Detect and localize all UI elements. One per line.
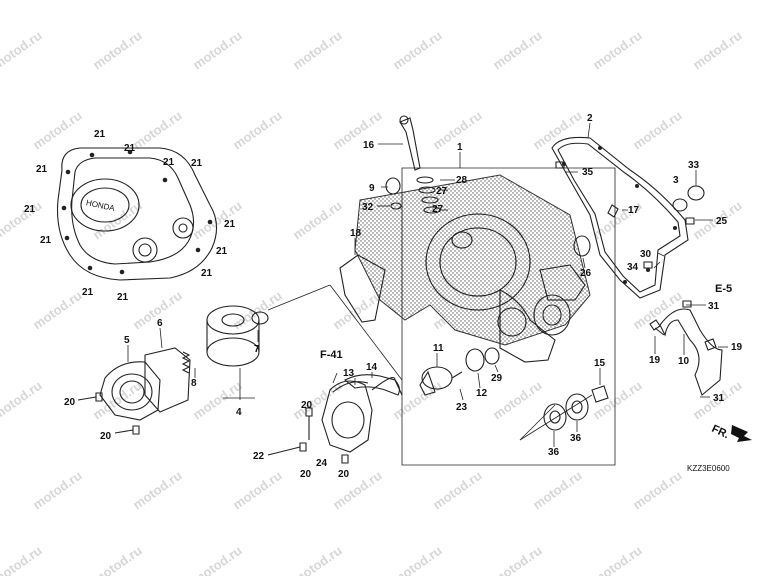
oil-pipe-part bbox=[659, 308, 723, 396]
callout-7: 7 bbox=[254, 344, 260, 355]
honda-mark: HONDA bbox=[85, 198, 116, 213]
callout-4: 4 bbox=[236, 407, 242, 418]
callout-10: 10 bbox=[678, 356, 690, 367]
filter-cover-part bbox=[99, 347, 191, 421]
callout-2: 2 bbox=[587, 113, 593, 124]
callout-20: 20 bbox=[338, 469, 350, 480]
callout-11: 11 bbox=[433, 343, 444, 354]
front-direction-arrow bbox=[731, 425, 752, 442]
washer-33-part bbox=[687, 185, 705, 201]
ref-f41: F-41 bbox=[320, 349, 343, 361]
callout-31: 31 bbox=[713, 393, 725, 404]
filter-seal-part bbox=[251, 311, 269, 325]
callout-21: 21 bbox=[224, 219, 236, 230]
callout-21: 21 bbox=[94, 129, 106, 140]
cap-part bbox=[385, 177, 401, 195]
ref-e5: E-5 bbox=[715, 283, 732, 295]
callout-21: 21 bbox=[201, 268, 213, 279]
callout-9: 9 bbox=[369, 183, 375, 194]
callout-16: 16 bbox=[363, 140, 375, 151]
callout-12: 12 bbox=[476, 388, 488, 399]
callout-20: 20 bbox=[64, 397, 76, 408]
callout-5: 5 bbox=[124, 335, 130, 346]
seal-part-2 bbox=[484, 347, 500, 365]
callout-15: 15 bbox=[594, 358, 606, 369]
impeller-part bbox=[419, 366, 463, 396]
crankcase-cover-part bbox=[354, 174, 591, 363]
callout-22: 22 bbox=[253, 451, 265, 462]
callout-26: 26 bbox=[580, 268, 592, 279]
callout-21: 21 bbox=[191, 158, 203, 169]
bolt-group bbox=[77, 161, 717, 464]
callout-18: 18 bbox=[350, 228, 362, 239]
direction-label: FR. bbox=[710, 423, 731, 441]
bearing-part bbox=[543, 393, 589, 431]
callout-27: 27 bbox=[432, 204, 444, 215]
callout-36: 36 bbox=[570, 433, 582, 444]
washer-part bbox=[390, 202, 402, 210]
callout-8: 8 bbox=[191, 378, 197, 389]
callout-1: 1 bbox=[457, 142, 463, 153]
diagram-code: KZZ3E0600 bbox=[687, 464, 730, 473]
callout-35: 35 bbox=[582, 167, 594, 178]
seal-part bbox=[465, 348, 485, 372]
callout-6: 6 bbox=[157, 318, 163, 329]
callout-21: 21 bbox=[40, 235, 52, 246]
spring-part bbox=[181, 351, 191, 374]
water-pump-part bbox=[321, 377, 403, 453]
callout-28: 28 bbox=[456, 175, 468, 186]
callout-20: 20 bbox=[300, 469, 312, 480]
callout-32: 32 bbox=[362, 202, 374, 213]
callout-24: 24 bbox=[316, 458, 328, 469]
callout-20: 20 bbox=[100, 431, 112, 442]
callout-21: 21 bbox=[216, 246, 228, 257]
oil-filter-part bbox=[206, 305, 260, 367]
bearing-26-part bbox=[573, 235, 591, 257]
callout-17: 17 bbox=[628, 205, 640, 216]
seal-3-part bbox=[672, 198, 688, 212]
callout-labels: 21 21 21 21 21 21 21 21 21 21 21 21 1 2 … bbox=[24, 113, 743, 480]
callout-23: 23 bbox=[456, 402, 468, 413]
callout-36: 36 bbox=[548, 447, 560, 458]
callout-21: 21 bbox=[82, 287, 94, 298]
hose-part bbox=[344, 374, 401, 396]
callout-25: 25 bbox=[716, 216, 728, 227]
callout-13: 13 bbox=[343, 368, 355, 379]
callout-21: 21 bbox=[117, 292, 129, 303]
callout-20: 20 bbox=[301, 400, 313, 411]
plate-part bbox=[339, 254, 386, 323]
callout-34: 34 bbox=[627, 262, 639, 273]
callout-21: 21 bbox=[24, 204, 36, 215]
callout-29: 29 bbox=[491, 373, 503, 384]
callout-21: 21 bbox=[124, 143, 136, 154]
callout-27: 27 bbox=[436, 186, 448, 197]
pin-part bbox=[591, 385, 609, 403]
callout-31: 31 bbox=[708, 301, 720, 312]
callout-33: 33 bbox=[688, 160, 700, 171]
assembly-frame bbox=[401, 167, 616, 466]
callout-19: 19 bbox=[731, 342, 743, 353]
gasket-part bbox=[551, 136, 689, 299]
callout-19: 19 bbox=[649, 355, 661, 366]
callout-3: 3 bbox=[673, 175, 679, 186]
callout-21: 21 bbox=[163, 157, 175, 168]
callout-14: 14 bbox=[366, 362, 378, 373]
shaft-part bbox=[399, 115, 421, 171]
leader-lines bbox=[127, 122, 728, 447]
callout-30: 30 bbox=[640, 249, 652, 260]
callout-21: 21 bbox=[36, 164, 48, 175]
